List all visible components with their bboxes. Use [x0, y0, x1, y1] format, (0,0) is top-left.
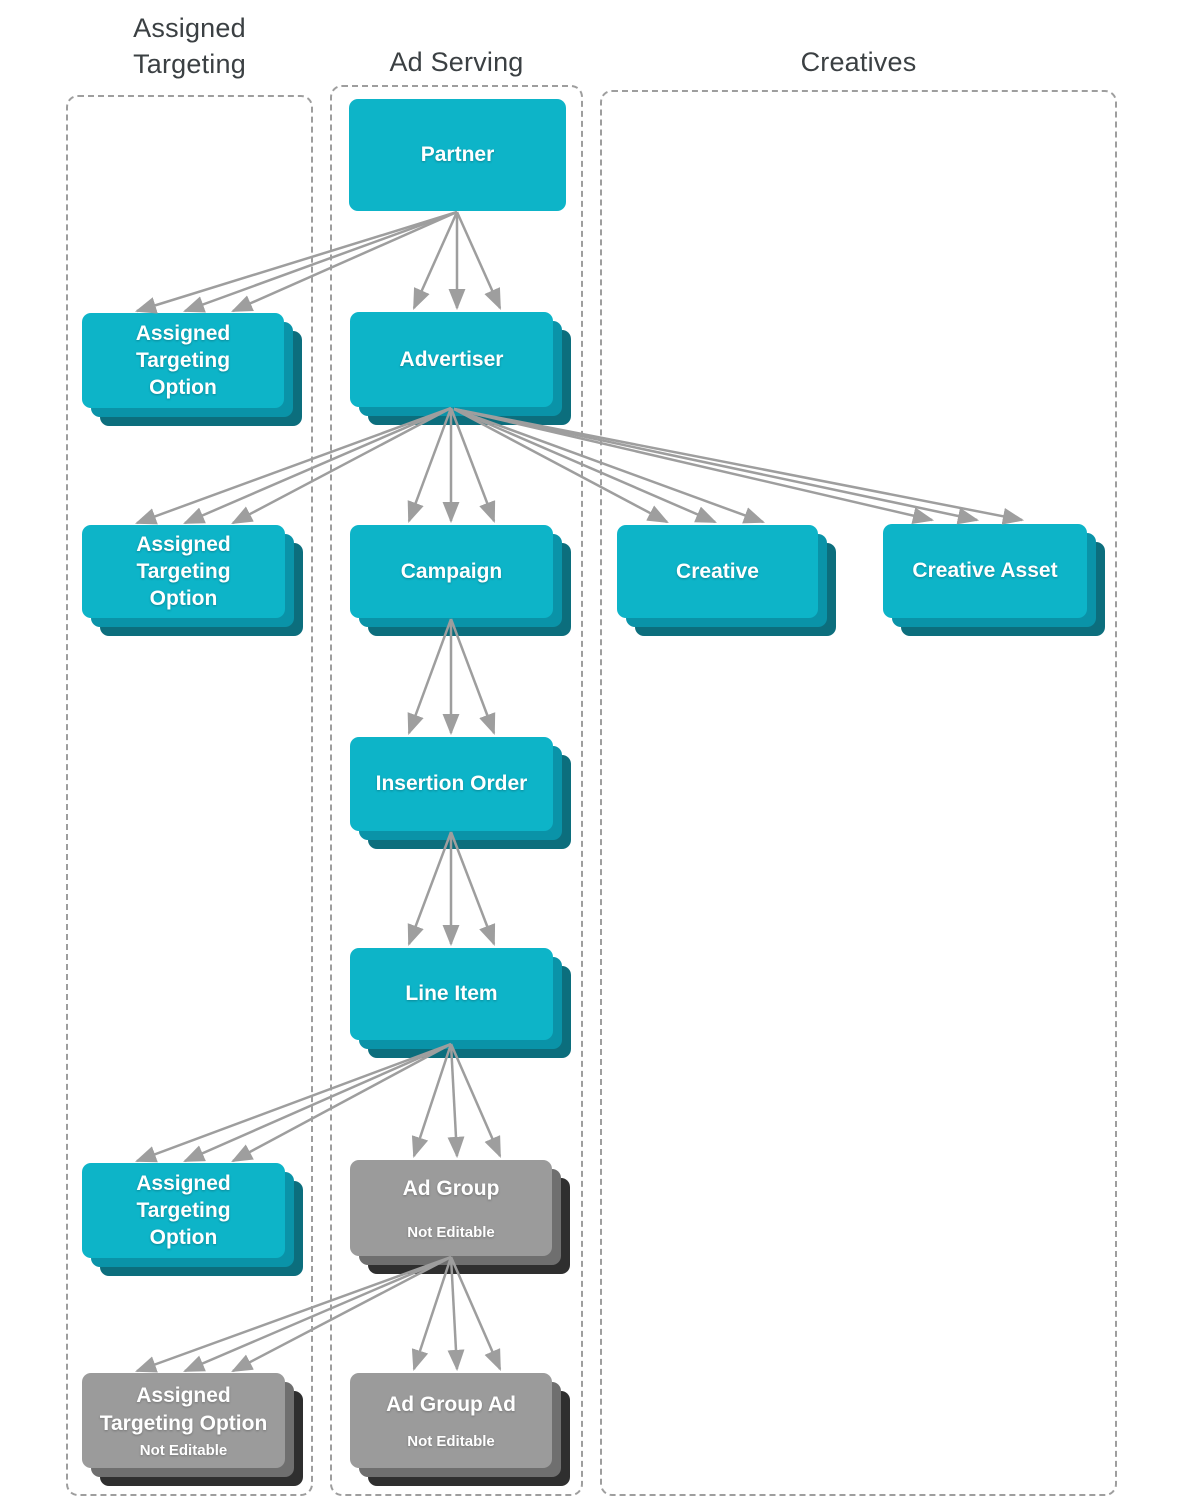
node-line-item-label: Line Item [405, 982, 498, 1006]
node-ad-group-ad-label: Ad Group Ad [386, 1393, 516, 1417]
node-advertiser-face: Advertiser [350, 312, 553, 407]
node-creative-asset-face: Creative Asset [883, 524, 1087, 618]
node-advertiser: Advertiser [350, 312, 571, 425]
node-creative: Creative [617, 525, 836, 636]
node-ad-group-ad-face: Ad Group Ad Not Editable [350, 1373, 552, 1468]
column-title-creatives: Creatives [800, 47, 917, 77]
node-ato-advertiser-face: Assigned Targeting Option [82, 525, 285, 618]
node-partner-face: Partner [349, 99, 566, 211]
node-line-item-face: Line Item [350, 948, 553, 1040]
node-campaign: Campaign [350, 525, 571, 636]
node-creative-asset: Creative Asset [883, 524, 1105, 636]
column-creatives [600, 90, 1117, 1496]
node-insertion-order-face: Insertion Order [350, 737, 553, 831]
node-partner: Partner [349, 99, 566, 211]
node-creative-asset-label: Creative Asset [912, 559, 1058, 583]
node-insertion-order-label: Insertion Order [375, 772, 528, 796]
node-ato-partner: Assigned Targeting Option [82, 313, 302, 426]
node-ato-advertiser: Assigned Targeting Option [82, 525, 303, 636]
column-assigned-targeting [66, 95, 313, 1496]
node-ad-group-label: Ad Group [402, 1176, 500, 1200]
node-insertion-order: Insertion Order [350, 737, 571, 849]
node-ad-group-sublabel: Not Editable [407, 1224, 495, 1242]
node-ato-partner-face: Assigned Targeting Option [82, 313, 284, 408]
node-campaign-face: Campaign [350, 525, 553, 618]
node-ad-group-ad-sublabel: Not Editable [407, 1432, 495, 1450]
column-title-ad-serving: Ad Serving [389, 47, 524, 77]
node-ato-partner-label: Assigned Targeting Option [135, 321, 231, 400]
node-advertiser-label: Advertiser [399, 347, 504, 371]
node-ato-line-item-face: Assigned Targeting Option [82, 1163, 285, 1258]
node-ad-group-ad: Ad Group Ad Not Editable [350, 1373, 570, 1486]
node-ato-line-item: Assigned Targeting Option [82, 1163, 303, 1276]
column-title-assigned-targeting: Assigned Targeting [133, 13, 246, 80]
node-ato-not-editable-label: Assigned Targeting Option [99, 1384, 268, 1435]
node-ato-line-item-label: Assigned Targeting Option [136, 1171, 231, 1250]
node-creative-label: Creative [676, 559, 759, 583]
node-partner-label: Partner [420, 143, 495, 167]
node-ato-advertiser-label: Assigned Targeting Option [136, 532, 231, 611]
node-line-item: Line Item [350, 948, 571, 1058]
node-creative-face: Creative [617, 525, 818, 618]
node-ato-not-editable-sublabel: Not Editable [139, 1441, 228, 1459]
column-ad-serving [330, 85, 583, 1496]
node-campaign-label: Campaign [400, 559, 503, 583]
